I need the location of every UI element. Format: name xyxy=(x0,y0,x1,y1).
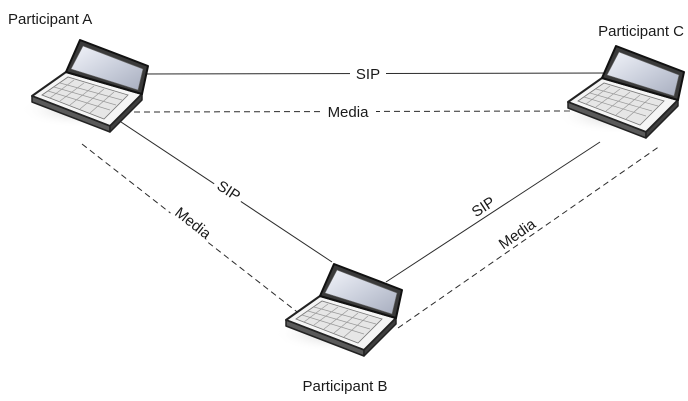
laptop-icon xyxy=(19,39,149,133)
node-labels-layer: Participant A Participant C Participant … xyxy=(8,11,684,395)
sip-line-b-c xyxy=(385,141,601,283)
laptop-icon xyxy=(273,263,403,357)
edge-labels-layer: SIP Media SIP Media SIP Media xyxy=(169,64,542,255)
sip-label-a-c: SIP xyxy=(356,66,380,83)
participant-a xyxy=(19,39,149,133)
participant-c-label: Participant C xyxy=(598,23,684,40)
laptop-icon xyxy=(555,45,685,139)
media-label-a-c: Media xyxy=(328,104,370,121)
participant-a-label: Participant A xyxy=(8,11,92,28)
media-line-b-c xyxy=(397,145,661,329)
participant-c xyxy=(555,45,685,139)
participant-b-label: Participant B xyxy=(302,378,387,395)
participant-b xyxy=(273,263,403,357)
media-line-a-c xyxy=(133,110,573,113)
